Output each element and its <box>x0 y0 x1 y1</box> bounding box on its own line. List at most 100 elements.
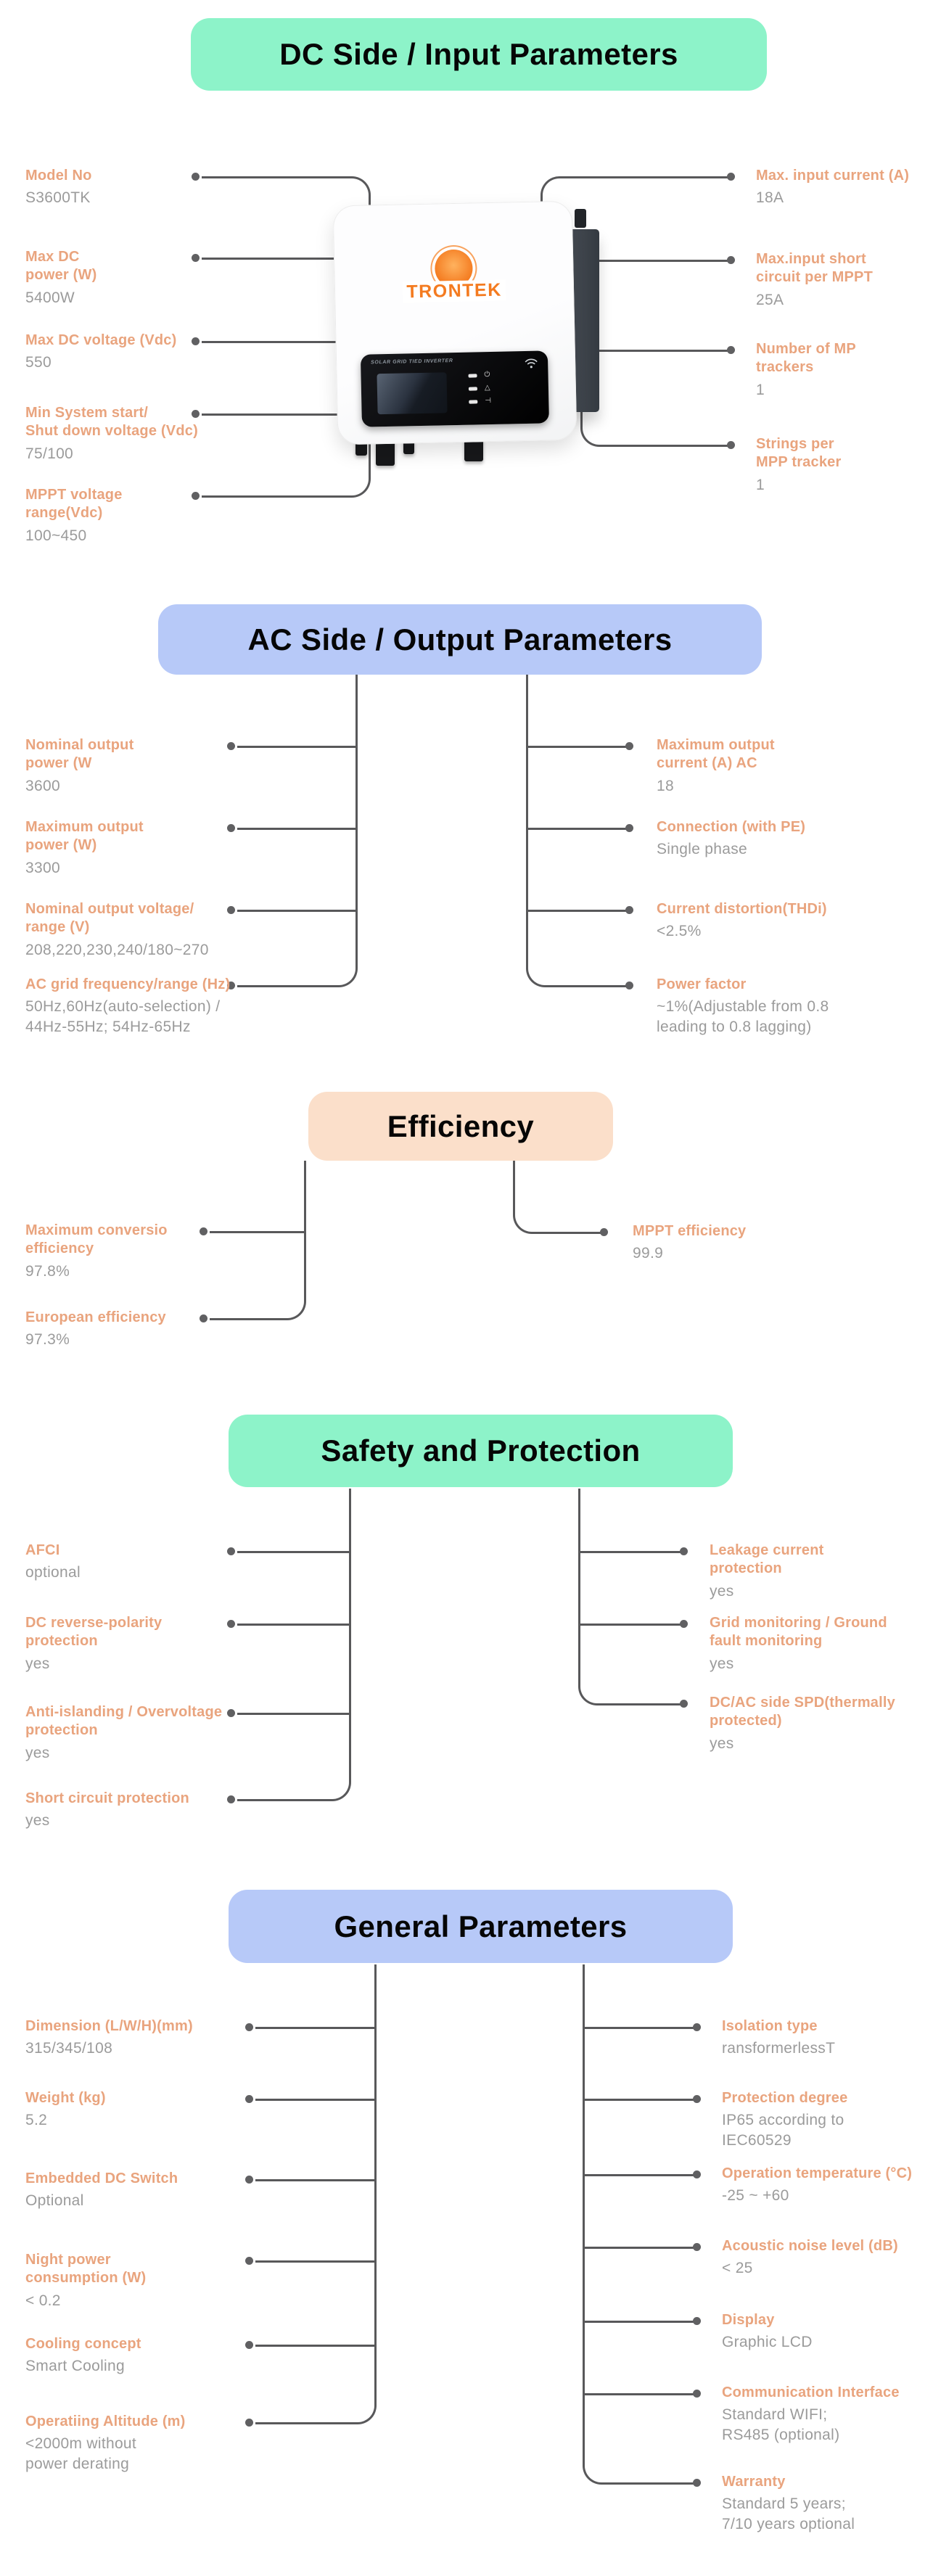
led-bar <box>468 386 477 391</box>
connector-line <box>202 258 406 260</box>
spec-value: 1 <box>756 381 765 398</box>
spec-label: Maximum conversio efficiency <box>25 1222 168 1257</box>
spec-label: AC grid frequency/range (Hz) <box>25 976 231 992</box>
spec-label: Power factor <box>657 976 747 992</box>
section-title-dc: DC Side / Input Parameters <box>191 18 767 91</box>
section-title-safety: Safety and Protection <box>229 1415 733 1487</box>
connector-dot <box>245 2176 253 2184</box>
spec-value: yes <box>25 1655 50 1672</box>
spec-value: optional <box>25 1564 81 1581</box>
spec-label: Maximum output current (A) AC <box>657 737 775 772</box>
connector-spine <box>237 675 358 987</box>
brand-logo: TRONTEK <box>334 247 574 305</box>
connector-dot <box>227 824 235 832</box>
lcd-screen <box>377 372 448 415</box>
spec-label: Cooling concept <box>25 2336 141 2352</box>
spec-value: yes <box>710 1655 734 1672</box>
spec-label: Dimension (L/W/H)(mm) <box>25 2018 193 2034</box>
item-number-of-mp-trackers: Number of MP trackers 1 <box>756 340 930 400</box>
spec-value: 100~450 <box>25 527 87 544</box>
item-communication-interface: Communication Interface Standard WIFI; R… <box>722 2384 931 2445</box>
led-bar <box>468 373 477 378</box>
item-min-system-start: Min System start/ Shut down voltage (Vdc… <box>25 404 345 464</box>
connector-line <box>583 2099 697 2101</box>
item-display: Display Graphic LCD <box>722 2311 931 2353</box>
connector-line <box>526 746 630 748</box>
spec-value: Single phase <box>657 841 748 858</box>
spec-value: 5400W <box>25 289 75 306</box>
connector-line <box>202 413 406 416</box>
inverter-body: TRONTEK SOLAR GRID TIED INVERTER ⏻ △ ⊣ <box>332 200 578 445</box>
spec-label: Strings per MPP tracker <box>756 436 842 471</box>
connector-dot <box>245 2023 253 2031</box>
connector-line <box>237 746 355 748</box>
led-bar <box>469 399 478 404</box>
connector-dot <box>625 742 633 750</box>
inverter-mount-tab <box>575 209 586 228</box>
item-current-distortion: Current distortion(THDi) <2.5% <box>657 900 918 942</box>
connector-dot <box>200 1227 207 1235</box>
spec-label: Operation temperature (°C) <box>722 2165 913 2181</box>
connector-dot <box>227 982 235 989</box>
warning-icon: △ <box>484 384 490 392</box>
connector-dot <box>693 2243 701 2251</box>
connector-dot <box>227 906 235 914</box>
item-leakage-current-protection: Leakage current protection yes <box>710 1542 931 1602</box>
spec-label: Model No <box>25 168 92 184</box>
connector-dot <box>192 410 200 418</box>
spec-label: MPPT efficiency <box>633 1223 747 1239</box>
spec-value: 1 <box>756 476 765 493</box>
connector-line <box>583 2027 697 2029</box>
connector-dot <box>693 2170 701 2178</box>
spec-label: Max DC power (W) <box>25 249 97 284</box>
section-title-efficiency: Efficiency <box>308 1092 613 1161</box>
item-power-factor: Power factor ~1%(Adjustable from 0.8 lea… <box>657 976 918 1037</box>
connector-dot <box>245 2095 253 2103</box>
connector-dot <box>245 2341 253 2349</box>
item-embedded-dc-switch: Embedded DC Switch Optional <box>25 2170 359 2211</box>
connector-line <box>255 2260 374 2263</box>
connector-dot <box>693 2023 701 2031</box>
connector-line <box>237 910 355 912</box>
brand-name: TRONTEK <box>403 279 506 303</box>
connector-line <box>255 2027 374 2029</box>
connector-dot <box>693 2479 701 2487</box>
spec-value: IP65 according to IEC60529 <box>722 2112 844 2149</box>
spec-value: 75/100 <box>25 445 74 462</box>
spec-label: Nominal output voltage/ range (V) <box>25 901 194 936</box>
connector-dot <box>227 742 235 750</box>
connector-dot <box>625 824 633 832</box>
item-grid-monitoring: Grid monitoring / Ground fault monitorin… <box>710 1614 931 1674</box>
connector-line <box>255 2345 374 2347</box>
connector-line <box>237 1551 349 1553</box>
item-model-no: Model No S3600TK <box>25 167 345 208</box>
connector-line <box>583 2247 697 2249</box>
spec-label: Max DC voltage (Vdc) <box>25 332 177 348</box>
spec-label: DC/AC side SPD(thermally protected) <box>710 1695 895 1729</box>
connector-spine <box>583 1964 699 2485</box>
connector-dot <box>680 1700 688 1708</box>
spec-value: Standard WIFI; RS485 (optional) <box>722 2406 840 2444</box>
item-max-dc-voltage: Max DC voltage (Vdc) 550 <box>25 332 345 373</box>
spec-value: 99.9 <box>633 1245 664 1262</box>
item-dimension: Dimension (L/W/H)(mm) 315/345/108 <box>25 2017 359 2059</box>
connector-line <box>583 2321 697 2323</box>
item-nominal-output-voltage: Nominal output voltage/ range (V) 208,22… <box>25 900 359 960</box>
led-indicators: ⏻ △ ⊣ <box>468 371 491 406</box>
connector-line <box>526 828 630 830</box>
spec-label: DC reverse-polarity protection <box>25 1615 163 1650</box>
spec-label: Protection degree <box>722 2090 848 2106</box>
item-anti-islanding: Anti-islanding / Overvoltage protection … <box>25 1703 359 1764</box>
item-protection-degree: Protection degree IP65 according to IEC6… <box>722 2089 931 2151</box>
item-european-efficiency: European efficiency 97.3% <box>25 1309 345 1350</box>
inverter-display: SOLAR GRID TIED INVERTER ⏻ △ ⊣ <box>360 350 549 427</box>
connector-dot <box>245 2419 253 2427</box>
item-max-input-short-circuit: Max.input short circuit per MPPT 25A <box>756 250 930 310</box>
connector-dot <box>680 1620 688 1628</box>
spec-value: yes <box>710 1735 734 1752</box>
spec-label: Grid monitoring / Ground fault monitorin… <box>710 1615 887 1650</box>
spec-label: Leakage current protection <box>710 1542 824 1577</box>
spec-value: Optional <box>25 2192 84 2210</box>
connector-dot <box>227 1547 235 1555</box>
connector-dot <box>192 254 200 262</box>
